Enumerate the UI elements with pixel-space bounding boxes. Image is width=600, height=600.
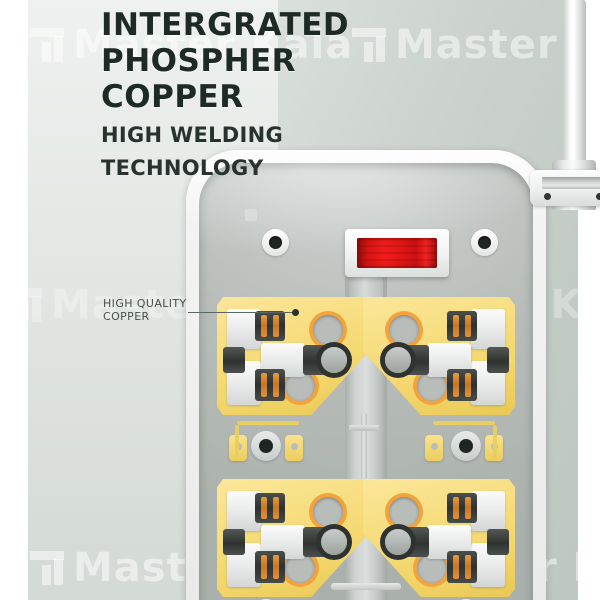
spine-rib xyxy=(361,413,367,499)
screw-hole xyxy=(471,229,498,256)
switch-indicator-light xyxy=(357,238,437,268)
socket-assembly xyxy=(363,297,515,415)
clamp-screw xyxy=(544,193,551,200)
contact-clip xyxy=(255,311,285,341)
spine-cross-rib xyxy=(349,425,379,431)
headline-line-2: PHOSPHER COPPER xyxy=(101,43,297,115)
earth-pin-socket xyxy=(385,347,411,373)
screw-hole xyxy=(262,229,289,256)
power-cable xyxy=(563,0,586,175)
spring-contact xyxy=(465,373,471,397)
callout-text: HIGH QUALITY COPPER xyxy=(103,297,187,323)
spring-contact xyxy=(453,555,459,579)
headline-block: INTERGRATED PHOSPHER COPPER HIGH WELDING… xyxy=(101,7,441,181)
contact-clip xyxy=(447,311,477,341)
callout-label: HIGH QUALITY COPPER xyxy=(103,297,187,323)
spine-bar xyxy=(331,583,401,590)
left-edge-band xyxy=(0,0,28,600)
device-interior xyxy=(199,163,533,600)
socket-assembly xyxy=(217,297,369,415)
busbar-wire xyxy=(493,425,497,459)
contact-clip xyxy=(447,493,477,523)
earth-contact xyxy=(487,529,509,555)
callout-leader-line xyxy=(188,312,296,313)
earth-contact xyxy=(223,347,245,373)
earth-pin-socket xyxy=(321,347,347,373)
spring-contact xyxy=(273,373,279,397)
power-strip-cutaway xyxy=(186,0,600,600)
contact-clip xyxy=(255,551,285,583)
earth-contact xyxy=(223,529,245,555)
clamp-bar xyxy=(541,176,600,190)
callout-leader-dot xyxy=(292,309,299,316)
contact-clip xyxy=(447,551,477,583)
earth-pin-socket xyxy=(321,529,347,555)
contact-clip xyxy=(255,493,285,523)
cable-clamp xyxy=(530,170,600,206)
spring-contact xyxy=(261,373,267,397)
earth-pin-socket xyxy=(385,529,411,555)
spring-contact xyxy=(261,315,267,337)
headline-line-1: INTERGRATED xyxy=(101,7,350,43)
mounting-hole xyxy=(389,497,419,527)
copper-tab xyxy=(425,435,443,461)
copper-tab xyxy=(285,435,303,461)
spring-contact xyxy=(465,555,471,579)
spring-contact xyxy=(453,373,459,397)
spring-contact xyxy=(261,555,267,579)
subheadline-line-1: HIGH WELDING xyxy=(101,123,284,147)
busbar-wire xyxy=(433,421,495,425)
socket-assembly xyxy=(363,479,515,597)
switch-mount-nub xyxy=(245,209,257,221)
power-switch[interactable] xyxy=(345,229,449,277)
contact-clip xyxy=(447,369,477,401)
spring-contact xyxy=(273,555,279,579)
mounting-hole xyxy=(389,315,419,345)
spring-contact xyxy=(273,497,279,519)
spring-contact xyxy=(465,497,471,519)
earth-contact xyxy=(487,347,509,373)
busbar-wire xyxy=(237,421,299,425)
screw-post xyxy=(451,431,481,461)
spring-contact xyxy=(453,315,459,337)
spring-contact xyxy=(261,497,267,519)
screw-post xyxy=(251,431,281,461)
mounting-hole xyxy=(313,497,343,527)
spring-contact xyxy=(273,315,279,337)
spring-contact xyxy=(465,315,471,337)
busbar-wire xyxy=(235,425,239,459)
contact-clip xyxy=(255,369,285,401)
socket-assembly xyxy=(217,479,369,597)
mounting-hole xyxy=(313,315,343,345)
subheadline-line-2: TECHNOLOGY xyxy=(101,156,264,180)
spring-contact xyxy=(453,497,459,519)
clamp-screw xyxy=(596,193,600,200)
